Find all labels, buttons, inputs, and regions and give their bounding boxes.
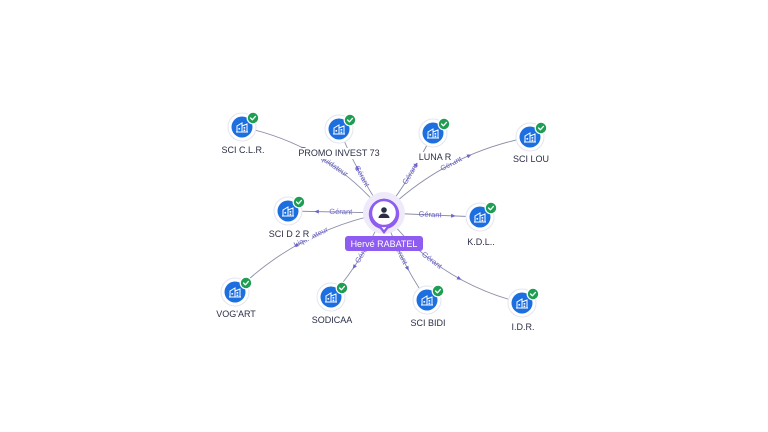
company-node-kdl[interactable]: K.D.L..	[462, 201, 500, 248]
nodes-layer: SCI C.L.R. PROMO INVEST 73 LUNA R SCI LOU SC…	[214, 111, 552, 333]
center-label-background	[345, 236, 423, 251]
company-node-sci-clr[interactable]: SCI C.L.R.	[219, 111, 267, 156]
company-name-label: SCI LOU	[513, 154, 549, 164]
building-icon	[236, 122, 248, 133]
company-name-label: K.D.L..	[467, 237, 495, 247]
node-label-background	[407, 318, 449, 329]
company-node-luna-r[interactable]: LUNA R	[416, 117, 454, 163]
company-name-label: I.D.R.	[511, 322, 534, 332]
edge-arrow	[451, 213, 456, 218]
company-name-label: SCI BIDI	[410, 318, 445, 328]
center-name-label: Hervé RABATEL	[351, 239, 418, 249]
verified-check-icon	[335, 281, 349, 295]
building-icon	[282, 206, 294, 217]
company-name-label: VOG'ART	[216, 309, 256, 319]
company-name-label: LUNA R	[419, 152, 452, 162]
verified-check-icon	[239, 276, 253, 290]
company-node-sci-d2r[interactable]: SCI D 2 R	[266, 195, 312, 240]
node-label-background	[308, 315, 356, 326]
edge-role-label: Gérant	[400, 161, 420, 186]
company-name-label: PROMO INVEST 73	[298, 148, 379, 158]
node-label-background	[214, 309, 258, 320]
building-icon	[516, 298, 528, 309]
center-node[interactable]: Hervé RABATEL	[345, 192, 423, 251]
edge-role-label: Gérant	[418, 209, 442, 219]
verified-check-icon	[292, 195, 306, 209]
verified-check-icon	[437, 117, 451, 131]
edge-arrow	[314, 209, 319, 214]
company-name-label: SCI C.L.R.	[221, 145, 264, 155]
edge-arrow	[413, 162, 418, 168]
verified-check-icon	[343, 113, 357, 127]
verified-check-icon	[484, 201, 498, 215]
company-node-sci-lou[interactable]: SCI LOU	[510, 121, 552, 165]
node-label-background	[296, 148, 382, 159]
company-node-promo-invest-73[interactable]: PROMO INVEST 73	[296, 113, 382, 159]
building-icon	[421, 295, 433, 306]
node-label-background	[266, 229, 312, 240]
node-label-background	[416, 152, 454, 163]
node-label-background	[462, 237, 500, 248]
node-label-background	[507, 322, 539, 333]
company-name-label: SODICAA	[312, 315, 353, 325]
verified-check-icon	[431, 284, 445, 298]
edge-arrow	[456, 275, 462, 280]
edge-role-label: Gérant	[353, 164, 372, 189]
building-icon	[427, 128, 439, 139]
company-name-label: SCI D 2 R	[269, 229, 310, 239]
node-label-background	[510, 154, 552, 165]
building-icon	[474, 212, 486, 223]
edge-arrow	[356, 165, 360, 171]
verified-check-icon	[526, 287, 540, 301]
building-icon	[325, 292, 337, 303]
building-icon	[333, 124, 345, 135]
company-node-sodicaa[interactable]: SODICAA	[308, 281, 356, 326]
building-icon	[524, 132, 536, 143]
edge-arrow	[404, 265, 409, 271]
edge-role-label: Gérant	[329, 207, 353, 216]
company-node-idr[interactable]: I.D.R.	[507, 287, 540, 333]
edge-role-label: Gérant	[420, 250, 444, 272]
verified-check-icon	[246, 111, 260, 125]
edge-arrow	[294, 242, 299, 247]
edge-arrow	[466, 154, 472, 159]
verified-check-icon	[534, 121, 548, 135]
edge-arrow	[352, 264, 357, 270]
node-label-background	[219, 145, 267, 156]
company-node-sci-bidi[interactable]: SCI BIDI	[407, 284, 449, 329]
company-node-vogart[interactable]: VOG'ART	[214, 276, 258, 320]
building-icon	[229, 287, 241, 298]
person-icon	[368, 198, 400, 234]
